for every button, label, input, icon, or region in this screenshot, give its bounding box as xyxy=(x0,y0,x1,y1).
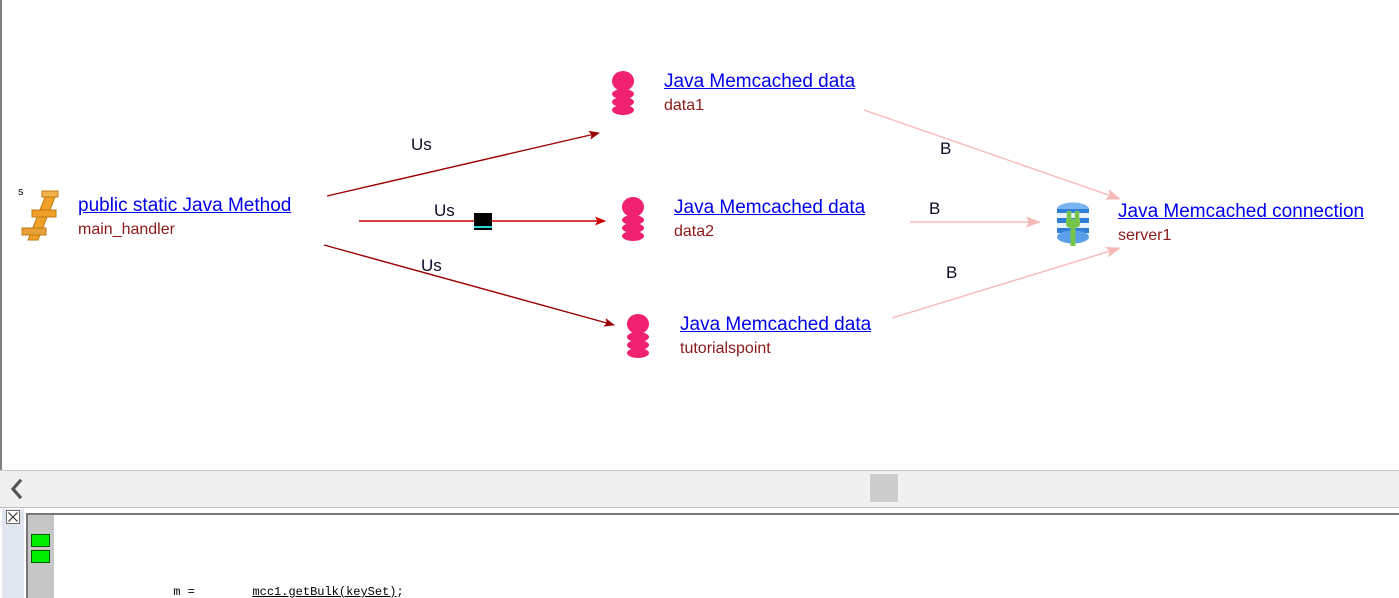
close-x-icon[interactable] xyxy=(6,510,20,524)
node-server1-subtitle: server1 xyxy=(1118,227,1172,244)
node-tutorialspoint-title[interactable]: Java Memcached data xyxy=(680,314,872,335)
node-data1-title[interactable]: Java Memcached data xyxy=(664,71,856,92)
memcached-data-icon xyxy=(625,313,651,368)
code-pane-side-strip xyxy=(2,509,24,598)
code-editor-gutter[interactable] xyxy=(28,515,54,598)
code-editor-text[interactable]: m = mcc1.getBulk(keySet); vals = mcc1.as… xyxy=(58,515,1399,598)
node-tutorialspoint-text: Java Memcached data tutorialspoint xyxy=(680,315,871,357)
code-line-1-assign: m = xyxy=(173,585,195,598)
edge-uses-data1 xyxy=(326,130,600,197)
node-main-handler[interactable]: s public static Java Method main_handler xyxy=(16,186,291,249)
node-data2[interactable]: Java Memcached data data2 xyxy=(620,196,865,251)
code-editor-frame[interactable]: m = mcc1.getBulk(keySet); vals = mcc1.as… xyxy=(26,513,1399,598)
node-data2-text: Java Memcached data data2 xyxy=(674,198,865,240)
edge-label-uses-tutorialspoint: Us xyxy=(421,256,442,275)
node-main-handler-subtitle: main_handler xyxy=(78,221,175,238)
code-line-1-gap xyxy=(195,585,253,598)
node-server1-text: Java Memcached connection server1 xyxy=(1118,202,1364,244)
node-tutorialspoint[interactable]: Java Memcached data tutorialspoint xyxy=(625,313,871,368)
edge-label-belongs-data1: B xyxy=(940,139,952,158)
edge-label-belongs-tutorialspoint: B xyxy=(946,263,958,282)
edge-belongs-tutorialspoint xyxy=(891,246,1121,319)
java-method-icon: s xyxy=(16,186,62,249)
horizontal-scrollbar[interactable] xyxy=(0,470,1399,508)
edge-label-belongs-data2: B xyxy=(929,199,941,218)
edge-uses-tutorialspoint xyxy=(323,244,615,327)
memcached-data-icon xyxy=(610,70,636,125)
edge-label-uses-data1: Us xyxy=(411,135,432,154)
code-line: m = mcc1.getBulk(keySet); xyxy=(58,568,1399,598)
node-server1[interactable]: Java Memcached connection server1 xyxy=(1050,200,1364,253)
node-main-handler-text: public static Java Method main_handler xyxy=(78,196,291,238)
node-data2-title[interactable]: Java Memcached data xyxy=(674,197,866,218)
edge-label-uses-data2: Us xyxy=(434,201,455,220)
node-server1-title[interactable]: Java Memcached connection xyxy=(1118,201,1365,222)
node-main-handler-title[interactable]: public static Java Method xyxy=(78,195,292,216)
node-data1-subtitle: data1 xyxy=(664,97,705,114)
diagram-canvas[interactable]: Us Us Us B B B s public static Java Meth… xyxy=(0,0,1399,470)
node-data1-text: Java Memcached data data1 xyxy=(664,72,855,114)
memcached-data-icon xyxy=(620,196,646,251)
node-tutorialspoint-subtitle: tutorialspoint xyxy=(680,340,771,357)
memcached-connection-icon xyxy=(1050,200,1096,253)
edge-selection-handle[interactable] xyxy=(474,213,492,230)
breakpoint-marker[interactable] xyxy=(31,550,50,563)
node-data2-subtitle: data2 xyxy=(674,223,715,240)
horizontal-scrollbar-thumb[interactable] xyxy=(870,474,898,502)
chevron-left-icon[interactable] xyxy=(6,478,28,500)
breakpoint-marker[interactable] xyxy=(31,534,50,547)
code-line-1-call: mcc1.getBulk(keySet) xyxy=(252,585,397,598)
code-editor-pane: m = mcc1.getBulk(keySet); vals = mcc1.as… xyxy=(0,509,1399,598)
code-line-1-tail: ; xyxy=(396,585,404,598)
code-line-1-lhs xyxy=(130,585,173,598)
node-data1[interactable]: Java Memcached data data1 xyxy=(610,70,855,125)
edge-belongs-data1 xyxy=(863,109,1121,200)
static-badge: s xyxy=(18,186,24,198)
